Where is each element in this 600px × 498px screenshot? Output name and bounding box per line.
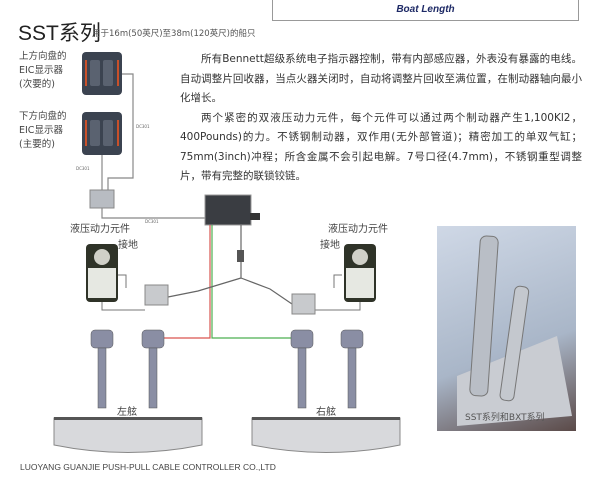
cable-code: DC301 <box>136 124 150 129</box>
right-solenoid <box>291 293 316 315</box>
right-hydraulic-unit <box>344 244 376 302</box>
left-unit-label: 液压动力元件 <box>70 224 130 235</box>
description-paragraph: 所有Bennett超级系统电子指示器控制，带有内部感应器，外表没有暴露的电线。自… <box>180 53 582 104</box>
starboard-label: 右舷 <box>316 407 336 418</box>
junction-connector <box>89 189 115 209</box>
left-hydraulic-unit <box>86 244 118 302</box>
control-module <box>204 194 252 226</box>
product-photo <box>437 226 576 431</box>
tick-label: 55 <box>483 0 492 1</box>
company-footer: LUOYANG GUANJIE PUSH-PULL CABLE CONTROLL… <box>20 462 276 472</box>
label-line: (次要的) <box>19 79 55 90</box>
chart-x-axis-label: Boat Length <box>396 4 455 15</box>
description-paragraph: 两个紧密的双液压动力元件，每个元件可以通过两个制动器产生1,100Kl2，400… <box>180 111 582 183</box>
label-line: EIC显示器 <box>19 125 63 136</box>
actuators <box>90 329 364 409</box>
starboard-trim-tab <box>251 417 401 453</box>
tick-label: 75 <box>558 0 567 1</box>
page-subtitle: 用于16m(50英尺)至38m(120英尺)的船只 <box>92 29 256 39</box>
label-line: (主要的) <box>19 139 55 150</box>
right-unit-label: 液压动力元件 <box>328 224 388 235</box>
upper-display-label: 上方向盘的 EIC显示器 (次要的) <box>19 50 67 92</box>
left-solenoid <box>144 284 169 306</box>
plug-icon <box>250 213 260 220</box>
cable-code: DC301 <box>145 219 159 224</box>
lower-eic-panel <box>82 112 122 155</box>
cable-code: DC301 <box>76 166 90 171</box>
port-label: 左舷 <box>117 407 137 418</box>
label-line: 上方向盘的 <box>19 51 67 62</box>
upper-eic-panel <box>82 52 122 95</box>
tick-label: 35 <box>408 0 417 1</box>
port-trim-tab <box>53 417 203 453</box>
left-ground-label: 接地 <box>118 240 138 251</box>
label-line: 下方向盘的 <box>19 111 67 122</box>
page-title: SST系列 <box>18 22 101 45</box>
lower-display-label: 下方向盘的 EIC显示器 (主要的) <box>19 110 67 152</box>
label-line: EIC显示器 <box>19 65 63 76</box>
description: 所有Bennett超级系统电子指示器控制，带有内部感应器，外表没有暴露的电线。自… <box>180 50 582 187</box>
chart-fragment: 15 35 55 75 Boat Length <box>272 0 579 21</box>
right-ground-label: 接地 <box>320 240 340 251</box>
tick-label: 15 <box>333 0 342 1</box>
photo-caption: SST系列和BXT系列 <box>465 413 545 423</box>
